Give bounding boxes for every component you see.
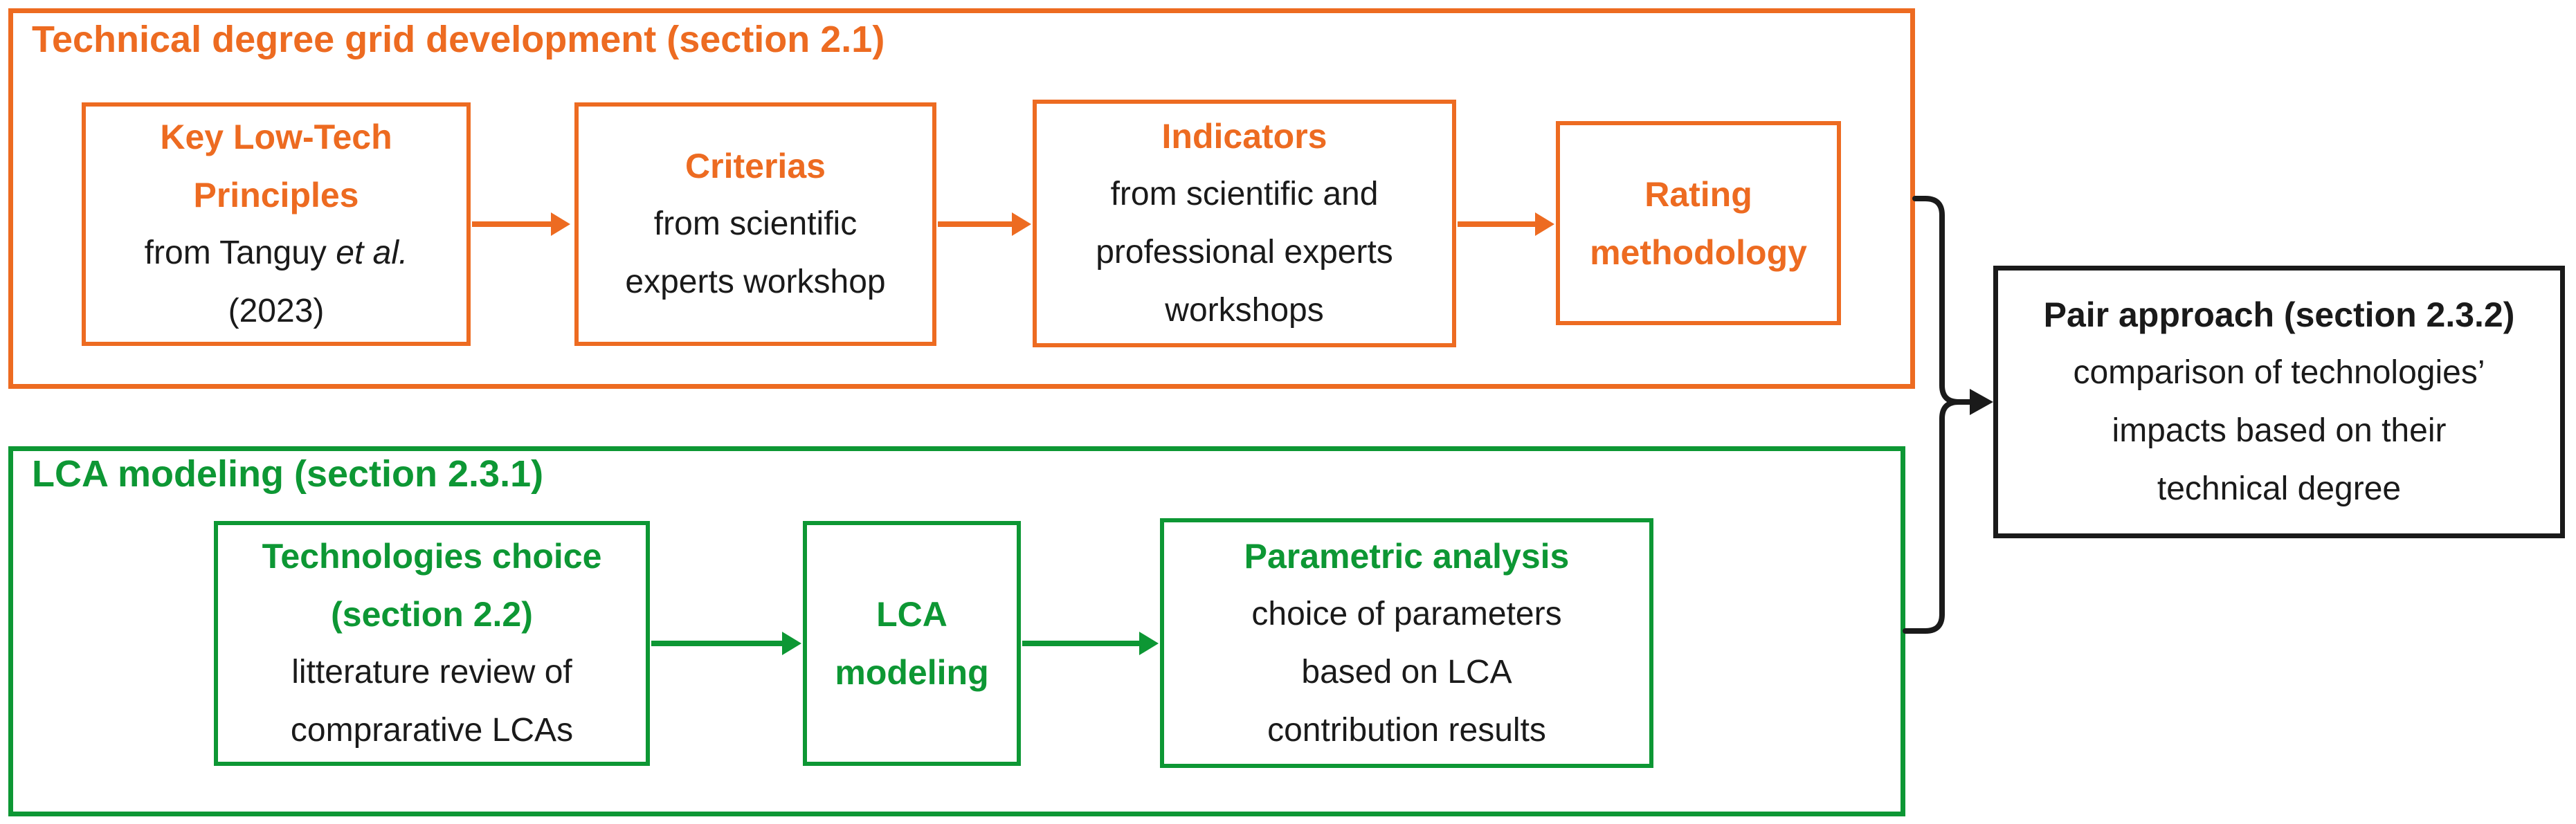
box-heading-line: Criterias	[685, 147, 826, 185]
box-body-line: contribution results	[1267, 711, 1546, 749]
box-heading-line: methodology	[1590, 232, 1807, 272]
arrow-shaft	[938, 221, 1015, 227]
lca-modeling-section-title: LCA modeling (section 2.3.1)	[32, 453, 544, 495]
criterias-box: Criterias from scientific experts worksh…	[574, 102, 936, 346]
arrow-shaft	[1458, 221, 1538, 227]
box-heading-line: Parametric analysis	[1244, 536, 1570, 576]
connector-top-branch	[1912, 196, 1977, 405]
et-al-italic: et al.	[336, 235, 408, 271]
box-body-line: professional experts	[1096, 234, 1393, 271]
box-body-line: comparison of technologies’	[2073, 354, 2485, 391]
rating-methodology-box: Rating methodology	[1556, 121, 1841, 325]
box-heading-line: Rating	[1644, 174, 1752, 214]
box-body-line: litterature review of	[291, 654, 572, 690]
arrow-shaft	[1022, 641, 1142, 646]
flow-arrow-icon	[472, 212, 570, 236]
arrow-head	[782, 632, 801, 655]
box-heading-line: modeling	[835, 653, 989, 692]
flow-arrow-icon	[1458, 212, 1554, 236]
box-body-line: based on LCA	[1301, 653, 1512, 690]
arrow-head	[551, 212, 570, 236]
box-heading-line: Key Low-Tech	[160, 118, 392, 156]
box-body-line: workshops	[1165, 292, 1324, 329]
technical-degree-section-title: Technical degree grid development (secti…	[32, 19, 885, 60]
flow-arrow-icon	[938, 212, 1031, 236]
box-heading-line: Indicators	[1161, 117, 1327, 156]
flow-arrow-icon	[651, 632, 801, 655]
arrow-shaft	[651, 641, 785, 646]
box-body-line: comprarative LCAs	[290, 712, 574, 749]
box-body-line: choice of parameters	[1251, 595, 1562, 632]
box-body-line: from Tanguy et al.	[144, 235, 408, 271]
indicators-box: Indicators from scientific and professio…	[1033, 100, 1456, 347]
box-body-line: (2023)	[228, 293, 325, 329]
arrow-head	[1139, 632, 1159, 655]
box-heading-line: Pair approach (section 2.3.2)	[2043, 295, 2515, 334]
flow-arrow-icon	[1022, 632, 1159, 655]
arrow-head	[1535, 212, 1554, 236]
box-body-line: from scientific	[653, 205, 858, 242]
box-body-line: from scientific and	[1110, 176, 1379, 212]
pair-approach-box: Pair approach (section 2.3.2) comparison…	[1993, 266, 2565, 538]
parametric-analysis-box: Parametric analysis choice of parameters…	[1160, 518, 1653, 768]
key-low-tech-principles-box: Key Low-Tech Principles from Tanguy et a…	[82, 102, 471, 346]
box-body-line: impacts based on their	[2112, 412, 2447, 449]
box-body-line: experts workshop	[625, 264, 886, 300]
box-heading-line: Principles	[193, 176, 359, 214]
box-heading-line: (section 2.2)	[331, 595, 533, 634]
technologies-choice-box: Technologies choice (section 2.2) litter…	[214, 521, 650, 766]
arrow-shaft	[472, 221, 554, 227]
box-heading-line: Technologies choice	[262, 537, 602, 576]
connector-bottom-branch	[1903, 399, 1977, 634]
box-heading-line: LCA	[876, 595, 947, 634]
lca-modeling-box: LCA modeling	[803, 521, 1021, 766]
box-body-line: technical degree	[2157, 470, 2402, 507]
connector-arrow-head	[1970, 389, 1993, 415]
arrow-head	[1012, 212, 1031, 236]
